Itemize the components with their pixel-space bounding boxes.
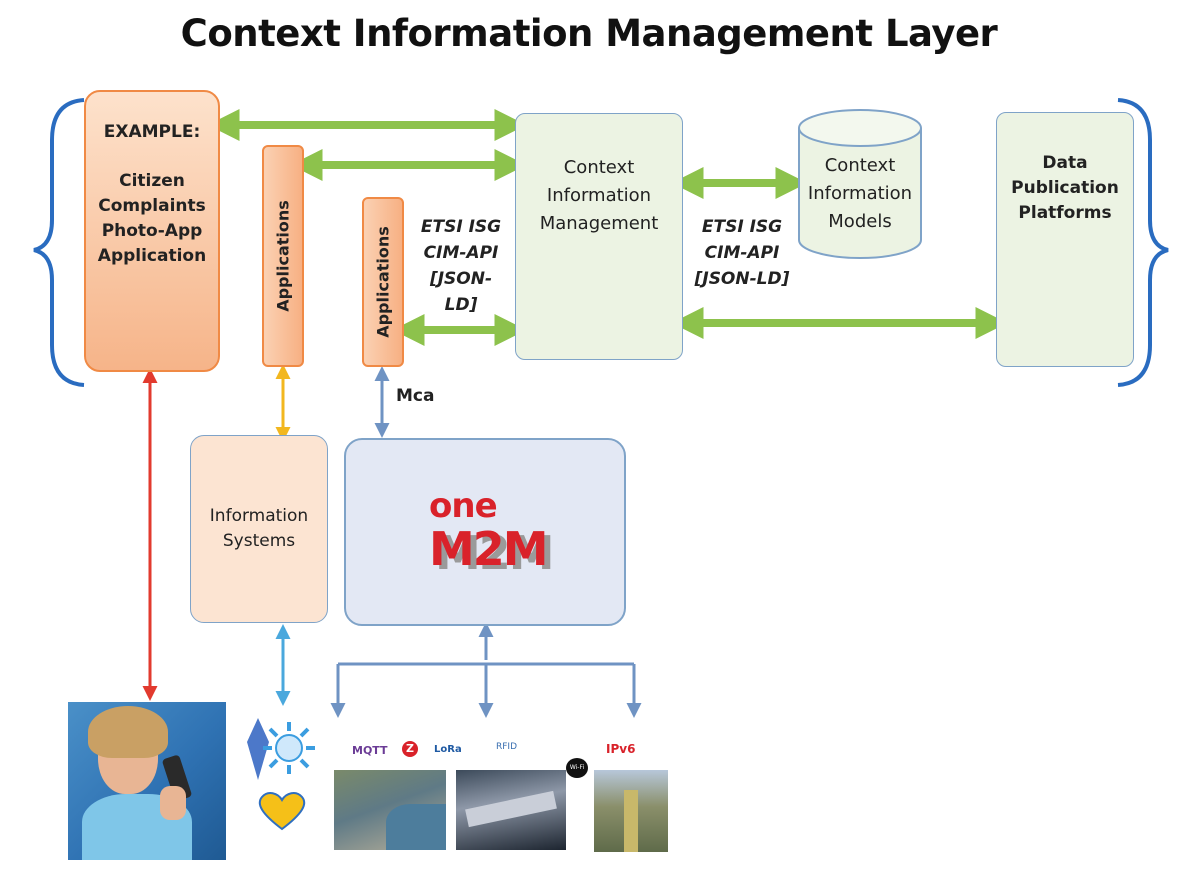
right-curly-bracket bbox=[1117, 98, 1169, 387]
example-heading: EXAMPLE: bbox=[103, 122, 201, 142]
aerial-photo-2-wing bbox=[465, 790, 557, 828]
etsi-right-line-3: [JSON-LD] bbox=[694, 269, 790, 289]
etsi-api-label-right: ETSI ISG CIM-API [JSON-LD] bbox=[694, 214, 790, 292]
models-line-3: Models bbox=[828, 211, 892, 232]
cim-line-3: Management bbox=[539, 213, 659, 234]
publication-line-1: Data bbox=[1042, 153, 1088, 173]
protocol-lora: LoRa bbox=[434, 744, 462, 755]
applications-tall-label: Applications bbox=[273, 200, 293, 312]
citizen-photo bbox=[68, 702, 226, 860]
protocol-z: Z bbox=[402, 741, 418, 757]
etsi-left-line-1: ETSI ISG bbox=[420, 217, 502, 237]
left-curly-bracket bbox=[33, 98, 85, 387]
etsi-right-line-2: CIM-API bbox=[704, 243, 780, 263]
publication-line-2: Publication bbox=[1011, 178, 1119, 198]
photo-hair bbox=[88, 706, 168, 758]
etsi-right-line-1: ETSI ISG bbox=[701, 217, 783, 237]
applications-short-box: Applications bbox=[362, 197, 404, 367]
info-systems-line-2: Systems bbox=[222, 531, 296, 551]
protocol-logo-strip: MQTT Z LoRa RFID Wi-Fi IPv6 bbox=[334, 738, 674, 778]
cim-box: Context Information Management bbox=[515, 113, 683, 360]
etsi-left-line-2: CIM-API bbox=[423, 243, 499, 263]
onem2m-box: one M2M bbox=[344, 438, 626, 626]
mca-label: Mca bbox=[396, 386, 435, 406]
etsi-api-label-left: ETSI ISG CIM-API [JSON-LD] bbox=[416, 214, 506, 318]
models-text: Context Information Models bbox=[797, 152, 923, 236]
example-line-3: Photo-App bbox=[101, 221, 203, 241]
aerial-photo-3-road bbox=[624, 790, 638, 852]
sun-icon bbox=[263, 722, 315, 774]
photo-hand bbox=[160, 786, 186, 820]
heart-icon bbox=[258, 792, 306, 831]
example-line-2: Complaints bbox=[98, 196, 206, 216]
publication-box: Data Publication Platforms bbox=[996, 112, 1134, 367]
models-database: Context Information Models bbox=[797, 108, 923, 260]
publication-line-3: Platforms bbox=[1018, 203, 1112, 223]
aerial-photo-2 bbox=[456, 770, 566, 850]
protocol-rfid: RFID bbox=[496, 742, 518, 752]
example-line-1: Citizen bbox=[119, 171, 185, 191]
cim-line-1: Context bbox=[563, 157, 635, 178]
applications-tall-box: Applications bbox=[262, 145, 304, 367]
aerial-photo-3 bbox=[594, 770, 668, 852]
protocol-wifi: Wi-Fi bbox=[566, 758, 588, 778]
example-line-4: Application bbox=[97, 246, 207, 266]
protocol-ipv6: IPv6 bbox=[606, 742, 636, 756]
info-systems-line-1: Information bbox=[209, 506, 309, 526]
database-cylinder-shape bbox=[798, 109, 922, 259]
models-line-1: Context bbox=[824, 155, 896, 176]
aerial-photo-1-water bbox=[386, 804, 446, 850]
models-line-2: Information bbox=[807, 183, 913, 204]
info-systems-box: Information Systems bbox=[190, 435, 328, 623]
onem2m-logo: one M2M bbox=[429, 486, 549, 578]
etsi-left-line-3: [JSON-LD] bbox=[429, 269, 493, 315]
drop-icon bbox=[247, 718, 269, 780]
onem2m-logo-bottom: M2M bbox=[429, 522, 549, 576]
aerial-photo-1 bbox=[334, 770, 446, 850]
example-app-box: EXAMPLE: Citizen Complaints Photo-App Ap… bbox=[84, 90, 220, 372]
applications-short-label: Applications bbox=[373, 226, 393, 338]
diagram-title: Context Information Management Layer bbox=[180, 12, 998, 55]
cim-line-2: Information bbox=[546, 185, 652, 206]
onem2m-logo-top: one bbox=[429, 486, 498, 526]
protocol-mqtt: MQTT bbox=[352, 744, 388, 757]
